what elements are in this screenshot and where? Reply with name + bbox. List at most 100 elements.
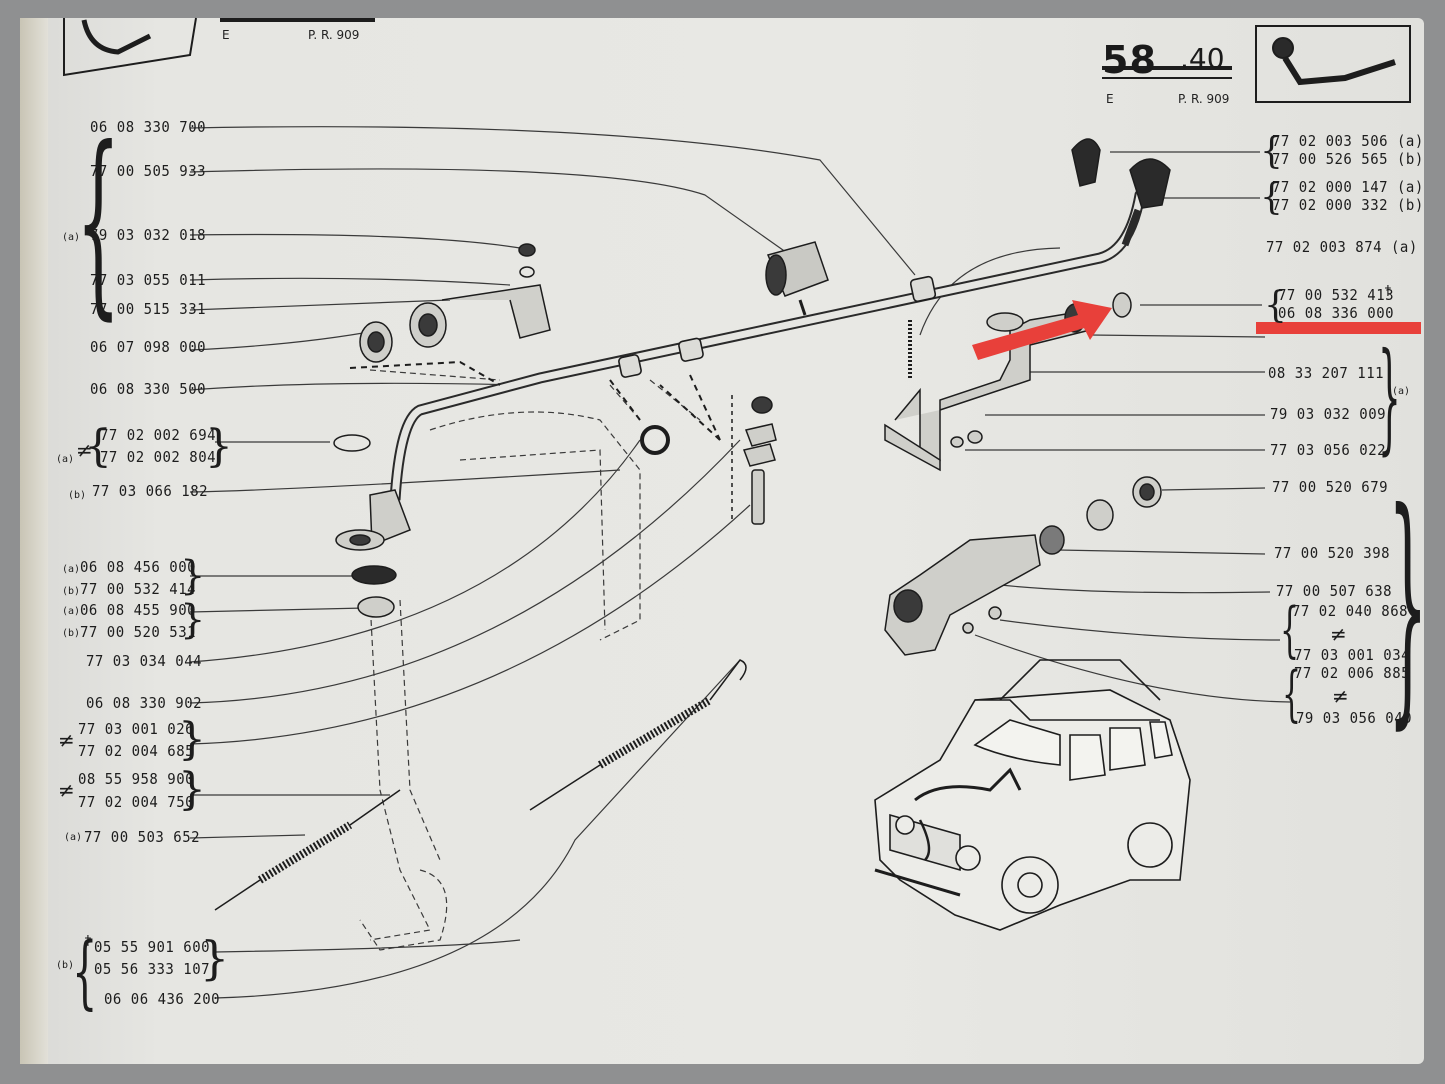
part-number: 77 03 001 034 xyxy=(1294,647,1411,665)
rubber-bush xyxy=(765,241,829,316)
catalog-page xyxy=(20,18,1424,1064)
brace-left: { xyxy=(1280,595,1300,665)
part-number: 77 02 004 685 xyxy=(78,743,195,761)
part-number: 77 02 003 874 (a) xyxy=(1266,239,1418,257)
left-bushes xyxy=(359,243,551,363)
part-number: 77 02 002 694 xyxy=(100,427,217,445)
tag-a: (a) xyxy=(62,606,81,617)
tag-a: (a) xyxy=(62,232,81,243)
brace-left: { xyxy=(1264,285,1287,326)
part-number: 06 08 456 000 xyxy=(80,559,197,577)
part-number: 77 02 000 147 (a) xyxy=(1272,179,1424,197)
leader-lines-right xyxy=(919,151,1291,703)
edition-right: E xyxy=(1106,92,1114,106)
part-number: 06 07 098 000 xyxy=(90,339,207,357)
brace-right-group: } xyxy=(1388,459,1428,750)
page-binding-edge xyxy=(20,18,48,1064)
part-number: 77 00 503 652 xyxy=(84,829,201,847)
part-number: 77 02 004 750 xyxy=(78,794,195,812)
part-number: 77 02 003 506 (a) xyxy=(1272,133,1424,151)
not-equal-symbol: ≠ xyxy=(58,778,75,802)
not-equal-symbol: ≠ xyxy=(76,438,93,462)
part-number: 79 03 032 009 xyxy=(1270,406,1387,424)
dagger-symbol: † xyxy=(1384,284,1392,299)
tag-b: (b) xyxy=(68,490,87,501)
brace-left: { xyxy=(1282,659,1302,729)
tag-b: (b) xyxy=(62,586,81,597)
part-number: 79 03 032 018 xyxy=(90,227,207,245)
clip-bolt-group xyxy=(640,395,777,525)
part-number: 06 08 330 700 xyxy=(90,119,207,137)
brace-left: { xyxy=(1260,131,1283,172)
part-number: 77 00 515 331 xyxy=(90,301,207,319)
lever-foot xyxy=(333,434,411,618)
brace-left: { xyxy=(1260,177,1283,218)
part-number: 77 00 532 414 xyxy=(80,581,197,599)
part-number: 77 00 532 413 xyxy=(1278,287,1395,305)
red-underline xyxy=(1256,322,1421,334)
part-number: 77 00 520 531 xyxy=(80,624,197,642)
ref-left: P. R. 909 xyxy=(308,28,360,42)
brace-left-group-a: { xyxy=(76,105,121,338)
part-number: 77 02 002 804 xyxy=(100,449,217,467)
brace-right-group-a: } xyxy=(1378,328,1401,467)
part-number: 08 55 958 900 xyxy=(78,771,195,789)
inset-partial-left xyxy=(63,17,375,77)
tag-a: (a) xyxy=(56,454,75,465)
leader-lines-left xyxy=(189,126,916,999)
part-number: 05 55 901 600 xyxy=(94,939,211,957)
tag-a: (a) xyxy=(1392,386,1411,397)
part-number: 77 00 520 679 xyxy=(1272,479,1389,497)
page-subnumber: .40 xyxy=(1180,42,1225,75)
brace-right: } xyxy=(178,714,206,765)
inset-gear-lever xyxy=(1102,25,1411,103)
dashed-arrows xyxy=(349,360,721,441)
part-number: 77 03 066 182 xyxy=(92,483,209,501)
part-number: 79 03 056 040 xyxy=(1296,710,1413,728)
part-number: 77 03 055 011 xyxy=(90,272,207,290)
part-number: 77 02 006 885 xyxy=(1294,665,1411,683)
not-equal-symbol: ≠ xyxy=(1330,622,1347,646)
brace-left: { xyxy=(72,925,98,1018)
not-equal-symbol: ≠ xyxy=(58,728,75,752)
brace-left: { xyxy=(84,421,112,472)
tag-b: (b) xyxy=(62,628,81,639)
right-housing xyxy=(884,476,1162,656)
red-annotation xyxy=(972,300,1421,360)
edition-left: E xyxy=(222,28,230,42)
springs xyxy=(214,320,912,911)
part-number: 77 00 526 565 (b) xyxy=(1272,151,1424,169)
brace-right: } xyxy=(205,421,233,472)
tag-a: (a) xyxy=(62,564,81,575)
page-number: 58 xyxy=(1102,38,1157,82)
brace-right: } xyxy=(200,931,230,985)
part-number: 77 00 520 398 xyxy=(1274,545,1391,563)
part-number: 06 08 455 900 xyxy=(80,602,197,620)
part-number: 77 00 507 638 xyxy=(1276,583,1393,601)
part-number: 06 08 330 500 xyxy=(90,381,207,399)
tag-b: (b) xyxy=(56,960,75,971)
dagger-symbol: † xyxy=(84,934,92,949)
brace-right: } xyxy=(180,553,206,599)
part-number: 77 03 056 022 xyxy=(1270,442,1387,460)
part-number: 05 56 333 107 xyxy=(94,961,211,979)
part-number: 77 02 000 332 (b) xyxy=(1272,197,1424,215)
part-number: 77 00 505 933 xyxy=(90,163,207,181)
dashed-body-outline xyxy=(359,369,701,951)
not-equal-symbol: ≠ xyxy=(1332,684,1349,708)
car-illustration xyxy=(874,659,1191,931)
part-number: 77 03 034 044 xyxy=(86,653,203,671)
red-arrow xyxy=(972,300,1112,360)
ref-right: P. R. 909 xyxy=(1178,92,1230,106)
part-number: 77 03 001 026 xyxy=(78,721,195,739)
part-number: 77 02 040 868 xyxy=(1292,603,1409,621)
brace-right: } xyxy=(180,597,206,643)
part-number: 08 33 207 111 xyxy=(1268,365,1385,383)
brace-right: } xyxy=(178,764,206,815)
part-number: 06 08 330 902 xyxy=(86,695,203,713)
part-number-highlighted: 06 08 336 000 xyxy=(1278,305,1395,323)
part-number: 06 06 436 200 xyxy=(104,991,221,1009)
gear-knobs xyxy=(1071,138,1171,247)
tag-a: (a) xyxy=(64,832,83,843)
